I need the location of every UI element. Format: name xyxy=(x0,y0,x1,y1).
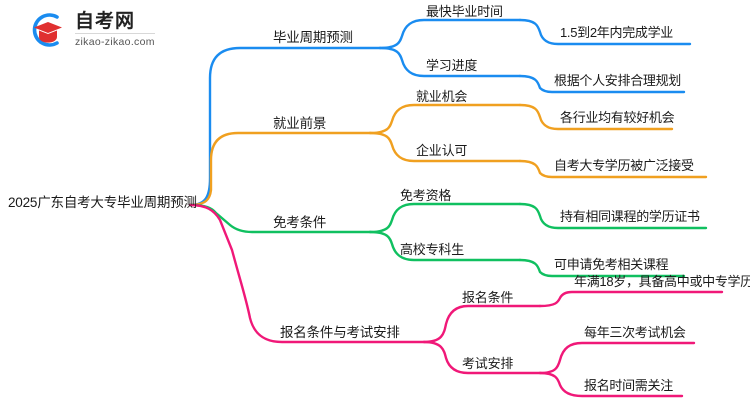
mindmap-node-level3-1-0-0[interactable]: 各行业均有较好机会 xyxy=(560,110,675,125)
mindmap-root-node[interactable]: 2025广东自考大专毕业周期预测 xyxy=(8,195,197,210)
logo-subtitle: zikao-zikao.com xyxy=(75,36,155,49)
logo-text-block: 自考网 zikao-zikao.com xyxy=(75,12,155,48)
mindmap-node-level1-2[interactable]: 免考条件 xyxy=(273,215,327,230)
mindmap-node-level3-0-0-0[interactable]: 1.5到2年内完成学业 xyxy=(560,25,674,40)
mindmap-node-level2-2-0[interactable]: 免考资格 xyxy=(400,188,452,203)
mindmap-node-level2-1-0[interactable]: 就业机会 xyxy=(416,89,468,104)
mindmap-node-level3-0-1-0[interactable]: 根据个人安排合理规划 xyxy=(554,73,682,88)
graduation-cap-logo-icon xyxy=(28,10,68,50)
mindmap-node-level3-3-1-0[interactable]: 每年三次考试机会 xyxy=(584,325,686,340)
mindmap-node-level3-1-1-0[interactable]: 自考大专学历被广泛接受 xyxy=(554,158,694,173)
mindmap-node-level2-3-0[interactable]: 报名条件 xyxy=(462,290,514,305)
mindmap-node-level2-2-1[interactable]: 高校专科生 xyxy=(400,242,465,257)
site-logo: 自考网 zikao-zikao.com xyxy=(28,10,155,50)
mindmap-node-level3-3-0-0[interactable]: 年满18岁，具备高中或中专学历 xyxy=(574,274,750,289)
mindmap-node-level2-0-0[interactable]: 最快毕业时间 xyxy=(426,4,503,19)
logo-title: 自考网 xyxy=(75,12,155,35)
mindmap-node-level3-2-0-0[interactable]: 持有相同课程的学历证书 xyxy=(560,209,700,224)
mindmap-node-level2-0-1[interactable]: 学习进度 xyxy=(426,58,478,73)
mindmap-node-level1-1[interactable]: 就业前景 xyxy=(273,116,327,131)
mindmap-node-level3-2-1-0[interactable]: 可申请免考相关课程 xyxy=(554,257,669,272)
mindmap-node-level1-0[interactable]: 毕业周期预测 xyxy=(273,30,353,45)
branch-lines-pink xyxy=(188,203,724,398)
mindmap-node-level2-1-1[interactable]: 企业认可 xyxy=(416,143,468,158)
mindmap-node-level3-3-1-1[interactable]: 报名时间需关注 xyxy=(584,378,673,393)
mindmap-node-level1-3[interactable]: 报名条件与考试安排 xyxy=(280,325,400,340)
mindmap-node-level2-3-1[interactable]: 考试安排 xyxy=(462,356,514,371)
